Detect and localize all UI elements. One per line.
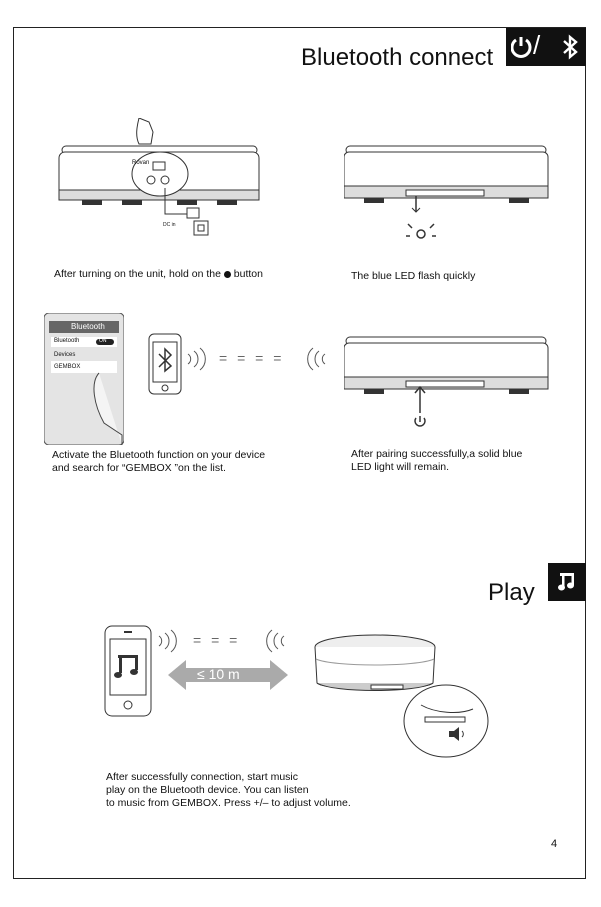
step3-caption-line1: Activate the Bluetooth function on your … xyxy=(52,449,266,461)
play-caption-line1: After successfully connection, start mus… xyxy=(106,771,298,783)
step4-caption-line1: After pairing successfully,a solid blue xyxy=(351,448,523,460)
settings-devices-label: Devices xyxy=(54,352,76,358)
power-bluetooth-badge xyxy=(506,28,586,66)
step4-caption: After pairing successfully,a solid blue … xyxy=(351,448,522,474)
play-signal-waves-in xyxy=(266,629,285,653)
signal-waves-out xyxy=(187,347,206,371)
settings-bluetooth-label: Bluetooth xyxy=(54,338,80,344)
panel-brand-text: Rovan xyxy=(132,160,150,166)
play-signal-dashes: = = = xyxy=(193,632,241,648)
step1-caption-text: After turning on the unit, hold on the xyxy=(54,268,224,280)
step3-caption-line2: and search for “GEMBOX ”on the list. xyxy=(52,462,226,474)
play-signal-waves-out xyxy=(158,629,177,653)
music-note-icon xyxy=(558,573,574,591)
settings-toggle-on: ON xyxy=(99,338,107,344)
speaker-front-flash-illustration xyxy=(344,145,549,239)
section-title-play: Play xyxy=(488,579,535,606)
step3-caption: Activate the Bluetooth function on your … xyxy=(52,449,265,475)
power-button-icon xyxy=(223,270,231,278)
badge-separator: / xyxy=(533,30,541,60)
play-caption-line3: to music from GEMBOX. Press +/– to adjus… xyxy=(106,797,351,809)
section-title-bluetooth-connect: Bluetooth connect xyxy=(301,44,494,71)
phone-bluetooth-illustration xyxy=(148,333,182,395)
distance-label: ≤ 10 m xyxy=(197,666,240,682)
speaker-front-paired-illustration xyxy=(344,336,549,427)
play-caption-line2: play on the Bluetooth device. You can li… xyxy=(106,784,309,796)
signal-waves-in xyxy=(307,347,326,371)
step1-caption-end: button xyxy=(230,268,263,280)
page-number: 4 xyxy=(551,838,558,850)
bluetooth-icon xyxy=(563,34,578,60)
signal-dashes: = = = = xyxy=(219,350,285,366)
step1-caption: After turning on the unit, hold on the b… xyxy=(54,268,263,281)
settings-screen-illustration xyxy=(44,313,124,445)
distance-arrow xyxy=(168,660,288,690)
step4-caption-line2: LED light will remain. xyxy=(351,461,450,473)
step2-caption: The blue LED flash quickly xyxy=(351,270,476,282)
dc-in-label: DC in xyxy=(163,222,176,228)
settings-header: Bluetooth xyxy=(71,322,105,331)
settings-device-name: GEMBOX xyxy=(54,364,81,370)
speaker-angled-illustration xyxy=(314,634,489,758)
phone-music-illustration xyxy=(104,625,152,717)
power-icon xyxy=(511,37,532,58)
speaker-rear-illustration xyxy=(58,118,260,236)
music-badge xyxy=(548,563,586,601)
page-frame xyxy=(13,27,586,879)
play-caption: After successfully connection, start mus… xyxy=(106,771,351,810)
